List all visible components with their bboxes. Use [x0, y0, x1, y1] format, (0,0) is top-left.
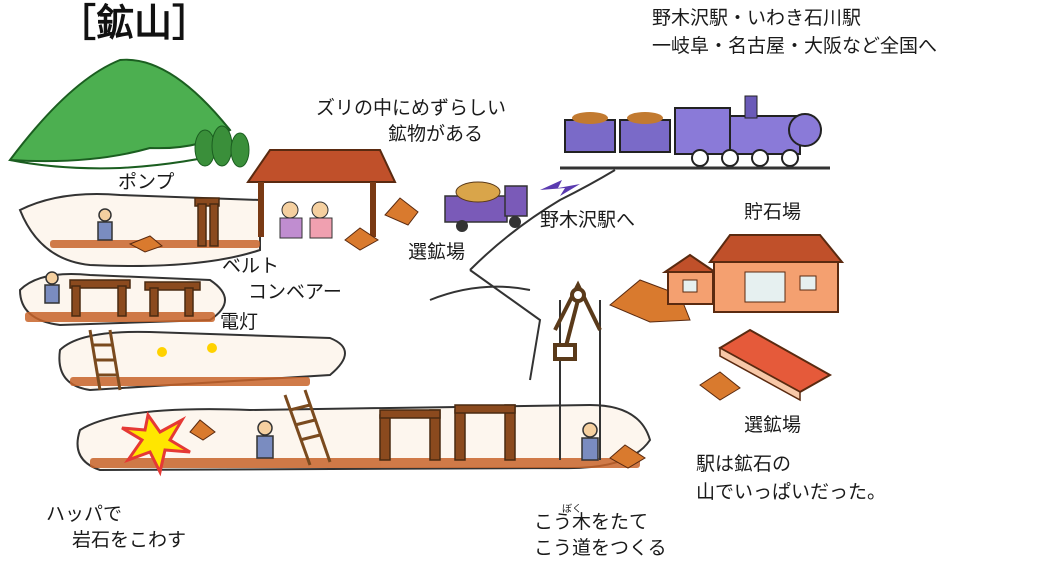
storage-yard-icon	[717, 328, 833, 402]
arrow-icon	[540, 180, 580, 196]
belt-conveyor-line1: ベルト	[222, 255, 280, 277]
blast-line2: 岩石をこわす	[72, 529, 187, 551]
train-icon	[560, 95, 830, 170]
sorting-site-label-2: 選鉱場	[744, 414, 802, 436]
tunnel-line2: こう道をつくる	[534, 537, 667, 559]
storage-site-label: 貯石場	[744, 201, 802, 223]
mine-tunnels	[18, 193, 652, 472]
blast-line1: ハッパで	[46, 503, 123, 525]
mountain-icon	[8, 58, 250, 170]
rare-minerals-line2: 鉱物がある	[388, 123, 484, 145]
ladder-icon	[88, 329, 332, 466]
light-label: 電灯	[220, 311, 259, 333]
explosion-icon	[121, 411, 191, 477]
ore-pile	[128, 197, 741, 469]
destinations-line2: 一岐阜・名古屋・大阪など全国へ	[652, 35, 938, 57]
headframe-icon	[553, 280, 602, 361]
page-title: ［鉱山］	[58, 1, 211, 45]
timber-supports	[69, 197, 516, 461]
truck-icon	[444, 181, 528, 232]
pump-label: ポンプ	[118, 171, 175, 193]
to-station-label: 野木沢駅へ	[540, 209, 636, 231]
station-note-line1: 駅は鉱石の	[696, 453, 792, 475]
station-note-line2: 山でいっぱいだった。	[696, 481, 887, 503]
tunnel-line1: こう木をたて	[534, 511, 649, 533]
rare-minerals-line1: ズリの中にめずらしい	[316, 97, 507, 119]
miner-icon	[44, 208, 599, 461]
sorting-site-label-1: 選鉱場	[408, 241, 466, 263]
ruby-boku: ぼく	[562, 504, 582, 515]
destinations-line1: 野木沢駅・いわき石川駅	[652, 7, 862, 29]
road-line	[469, 169, 616, 271]
belt-conveyor-line2: コンベアー	[248, 281, 342, 303]
lamp-icon	[157, 343, 217, 357]
sorting-shed-icon	[246, 149, 397, 239]
station-building-icon	[661, 234, 845, 313]
